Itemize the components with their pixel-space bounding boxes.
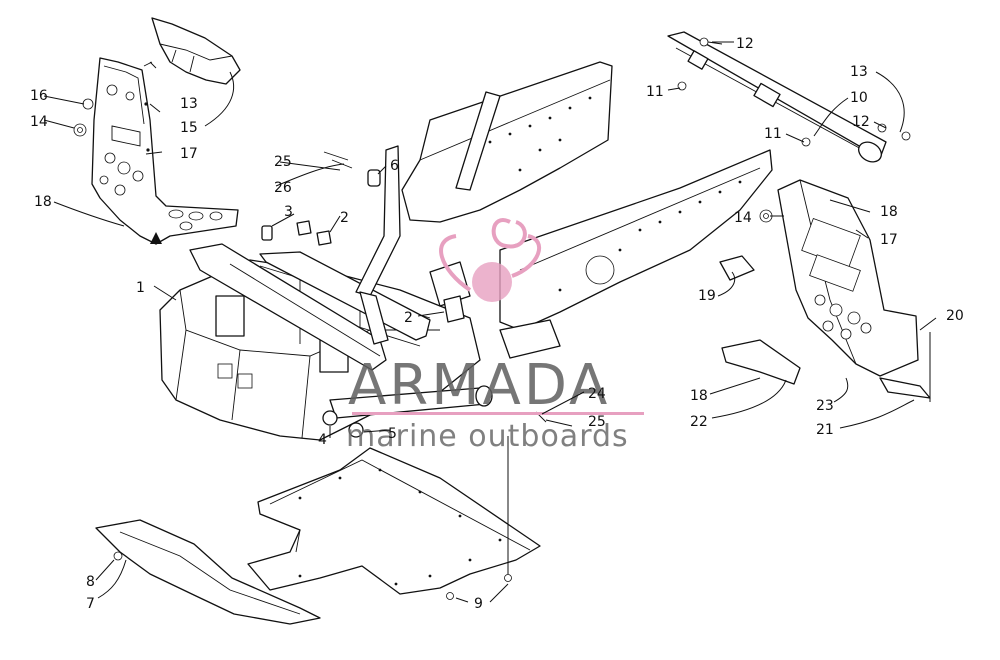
- leader-lines: [43, 41, 937, 603]
- callout-2a: 2: [340, 210, 349, 226]
- callout-18b: 18: [880, 204, 898, 220]
- callout-22: 22: [690, 414, 708, 430]
- callout-11a: 11: [646, 84, 664, 100]
- callout-18c: 18: [690, 388, 708, 404]
- callout-15: 15: [180, 120, 198, 136]
- callout-26: 26: [274, 180, 292, 196]
- strap-part: [879, 377, 931, 399]
- callout-6: 6: [390, 158, 399, 174]
- callout-21: 21: [816, 422, 834, 438]
- upper-rail-left: [401, 61, 613, 223]
- steering-shaft-assembly: [667, 31, 911, 163]
- watermark-logo: ARMADA marine outboards: [346, 218, 644, 454]
- swirl-center-blob: [472, 262, 512, 302]
- spacer-part: [348, 422, 364, 438]
- watermark-underline: [352, 412, 644, 415]
- callout-7: 7: [86, 596, 95, 612]
- callout-5: 5: [388, 426, 397, 442]
- callout-13b: 13: [850, 64, 868, 80]
- upper-shroud-part: [151, 17, 241, 85]
- screw-part: [446, 592, 454, 600]
- watermark-subtitle: marine outboards: [346, 419, 629, 454]
- callout-17a: 17: [180, 146, 198, 162]
- callout-1: 1: [136, 280, 145, 296]
- left-bulkhead-plate: [91, 57, 239, 245]
- right-bulkhead-assembly: [719, 179, 931, 399]
- bushing-part: [322, 410, 338, 426]
- small-bracket-part: [719, 255, 755, 281]
- suspension-mount: [189, 243, 387, 371]
- callout-numbers: 1 2 2 3 4 5 6 7 8 9 10 11 11 12 12 13 13…: [30, 36, 964, 612]
- swirl-left-arc: [439, 234, 472, 292]
- skid-screw-part: [113, 551, 123, 561]
- lower-bolt-part: [877, 123, 887, 133]
- bolt-part: [82, 98, 94, 110]
- watermark-title: ARMADA: [348, 353, 610, 418]
- callout-12b: 12: [852, 114, 870, 130]
- callout-9: 9: [474, 596, 483, 612]
- floor-pan-holes: [298, 468, 502, 586]
- callout-25b: 25: [588, 414, 606, 430]
- callout-14a: 14: [30, 114, 48, 130]
- callout-8: 8: [86, 574, 95, 590]
- callout-23: 23: [816, 398, 834, 414]
- callout-20: 20: [946, 308, 964, 324]
- skid-plate: [95, 519, 321, 625]
- callout-4: 4: [318, 432, 327, 448]
- swirl-right-arc: [511, 234, 541, 278]
- watermark-swirl: [439, 218, 541, 302]
- floor-pan-assembly: [95, 447, 541, 625]
- cylinder-part: [367, 169, 381, 187]
- callout-11b: 11: [764, 126, 782, 142]
- callout-13a: 13: [180, 96, 198, 112]
- left-bulkhead-assembly: [73, 17, 241, 245]
- pin-part: [261, 225, 273, 241]
- callout-3: 3: [284, 204, 293, 220]
- swirl-upper: [491, 218, 527, 249]
- callout-24: 24: [588, 386, 606, 402]
- floor-pan: [247, 447, 541, 595]
- upper-bolt-part: [699, 37, 709, 47]
- callout-14b: 14: [734, 210, 752, 226]
- callout-16: 16: [30, 88, 48, 104]
- main-frame-assembly: [159, 61, 773, 441]
- nut-part: [677, 81, 687, 91]
- callout-17b: 17: [880, 232, 898, 248]
- callout-10: 10: [850, 90, 868, 106]
- mounting-strip-part: [721, 339, 801, 385]
- callout-19: 19: [698, 288, 716, 304]
- callout-18a: 18: [34, 194, 52, 210]
- callout-12a: 12: [736, 36, 754, 52]
- callout-2b: 2: [404, 310, 413, 326]
- center-fasteners: [261, 151, 547, 423]
- callout-25a: 25: [274, 154, 292, 170]
